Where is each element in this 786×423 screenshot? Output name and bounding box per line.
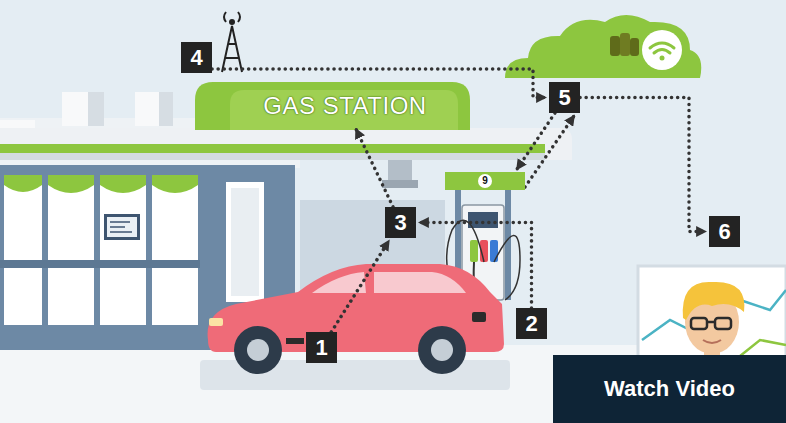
callout-number: 4 — [181, 42, 212, 73]
node-text: 2 — [525, 311, 537, 337]
watch-video-button: Watch Video — [553, 355, 786, 423]
node-text: 4 — [190, 45, 202, 71]
dotted-arrow — [356, 129, 393, 207]
node-text: 5 — [558, 85, 570, 111]
callout-number: 2 — [516, 308, 547, 339]
node-text: GAS STATION — [263, 92, 426, 120]
node-text: 6 — [718, 219, 730, 245]
dotted-arrow — [419, 223, 532, 309]
node-text: Watch Video — [604, 376, 735, 402]
node-text: 1 — [315, 335, 327, 361]
station-sign: GAS STATION — [232, 86, 458, 126]
dotted-arrow — [331, 241, 389, 333]
callout-number: 5 — [549, 82, 580, 113]
callout-number: 1 — [306, 332, 337, 363]
pump-sign: 9 — [445, 172, 525, 190]
callout-number: 3 — [385, 207, 416, 238]
dotted-arrow — [580, 98, 706, 232]
node-text: 3 — [394, 210, 406, 236]
dotted-arrow — [525, 116, 574, 188]
callout-number: 6 — [709, 216, 740, 247]
dotted-arrow — [517, 113, 555, 170]
node-text: 9 — [478, 174, 492, 188]
